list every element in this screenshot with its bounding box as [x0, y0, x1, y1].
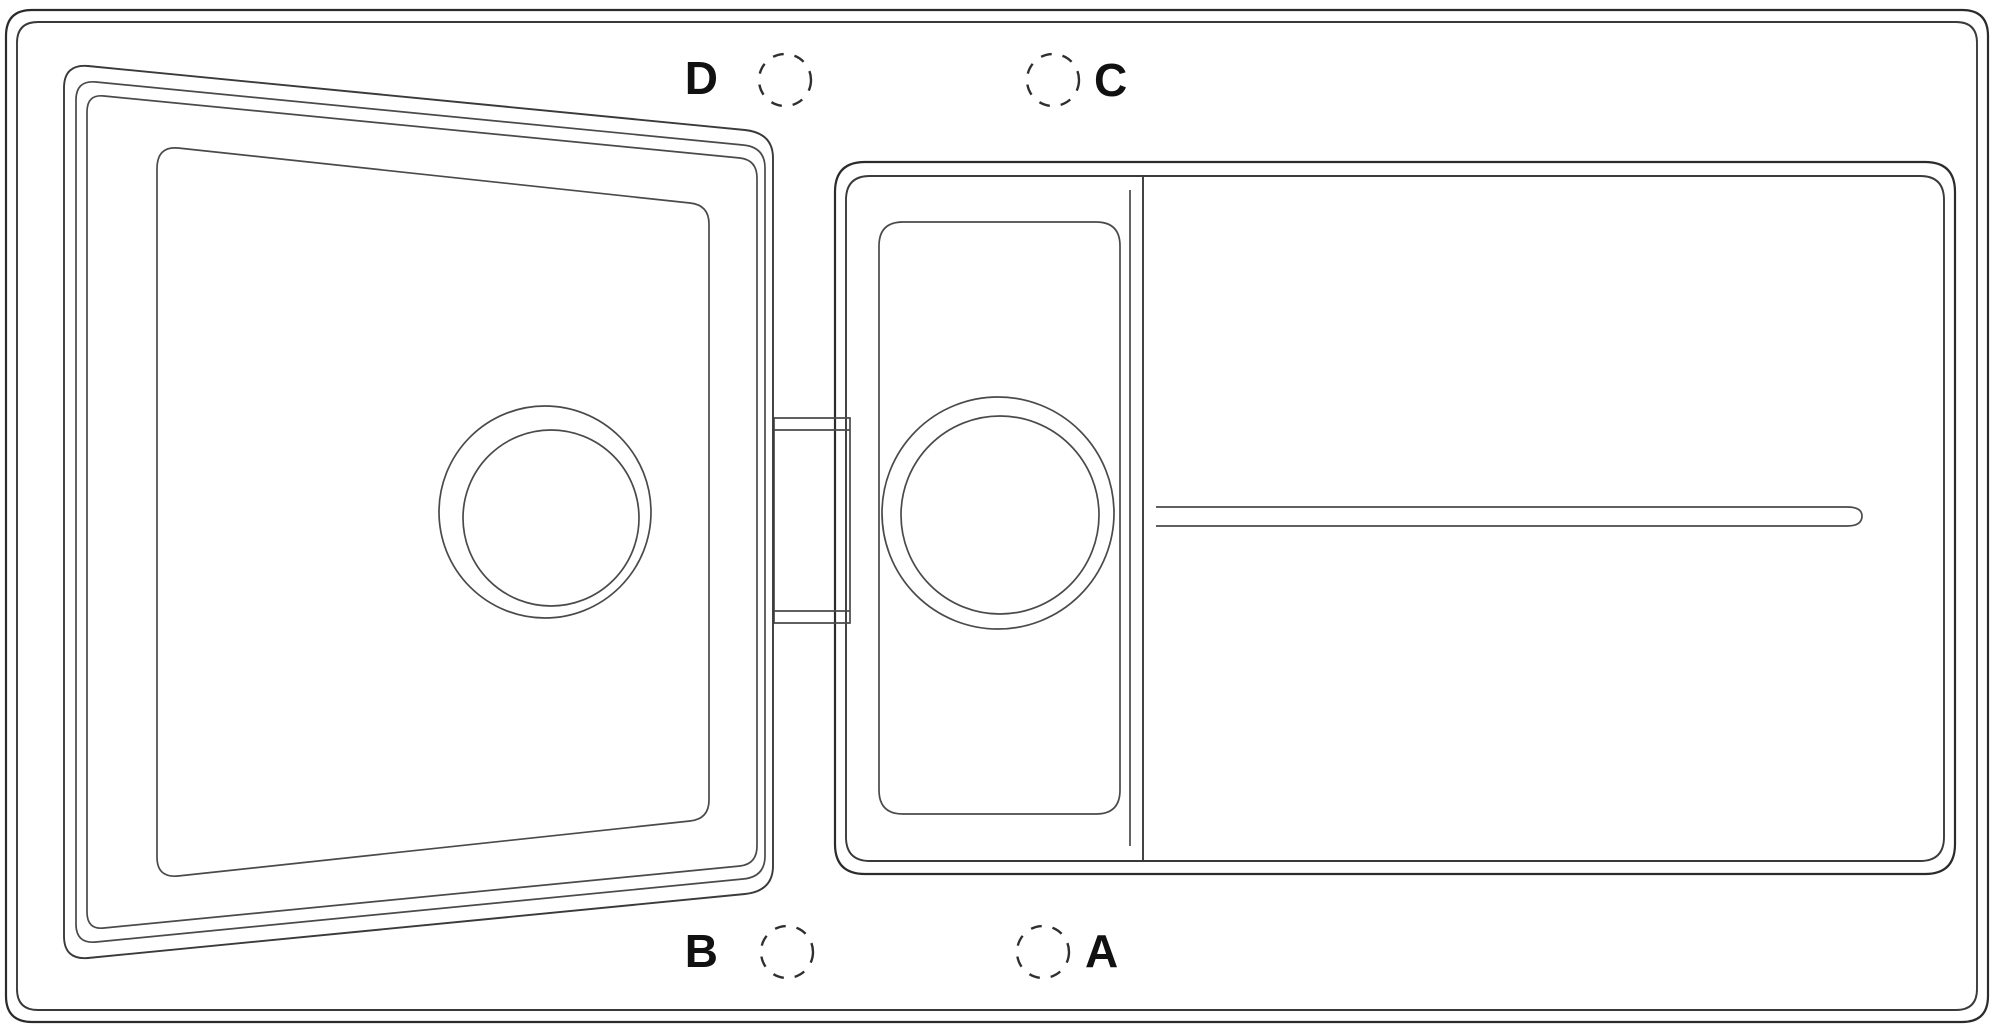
callout-marker-a [1015, 924, 1071, 980]
callout-label-a: A [1085, 925, 1118, 977]
callout-label-c: C [1094, 54, 1127, 106]
callout-marker-d [757, 52, 813, 108]
left-bowl-drain [438, 405, 652, 619]
center-bridge [773, 417, 851, 624]
left-bowl [63, 64, 774, 960]
callout-marker-c [1025, 52, 1081, 108]
drainboard-groove [1156, 506, 1863, 527]
callout-label-b: B [685, 925, 718, 977]
callout-marker-b [759, 924, 815, 980]
callout-label-d: D [685, 52, 718, 104]
right-bowl-drain [881, 396, 1115, 630]
sink-outer-frame [4, 8, 1990, 1024]
right-drainboard [833, 160, 1957, 876]
right-bowl [878, 176, 1144, 861]
